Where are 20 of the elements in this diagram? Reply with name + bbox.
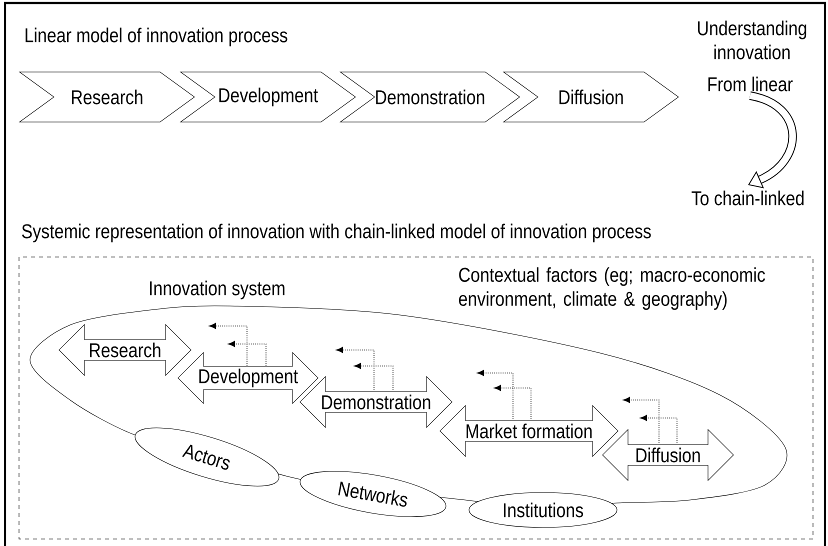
chevron-box: Demonstration: [340, 72, 520, 122]
feedback-arrow: [228, 341, 266, 366]
feedback-arrow: [494, 385, 532, 420]
heading: Understanding innovation: [698, 20, 806, 60]
feedback-arrow: [209, 323, 248, 366]
chevron-box: Development: [180, 72, 356, 122]
feedback-arrow: [477, 370, 514, 420]
feedback-arrow: [336, 347, 374, 390]
stage-label: To chain-linked: [692, 190, 804, 206]
ellipse-node: Institutions: [468, 492, 618, 528]
curved-arrow: [748, 91, 797, 188]
chevron-box: Research: [18, 72, 195, 122]
chevron-box: Diffusion: [502, 72, 679, 122]
stage-label: From linear: [708, 76, 793, 92]
feedback-arrow: [640, 415, 678, 444]
feedback-arrow: [623, 397, 660, 444]
heading: Linear model of innovation process: [26, 28, 288, 46]
node-label: Innovation system: [150, 280, 284, 300]
heading: Systemic representation of innovation with chain-linked model of innovation process: [22, 224, 651, 242]
feedback-arrow: [354, 363, 394, 390]
